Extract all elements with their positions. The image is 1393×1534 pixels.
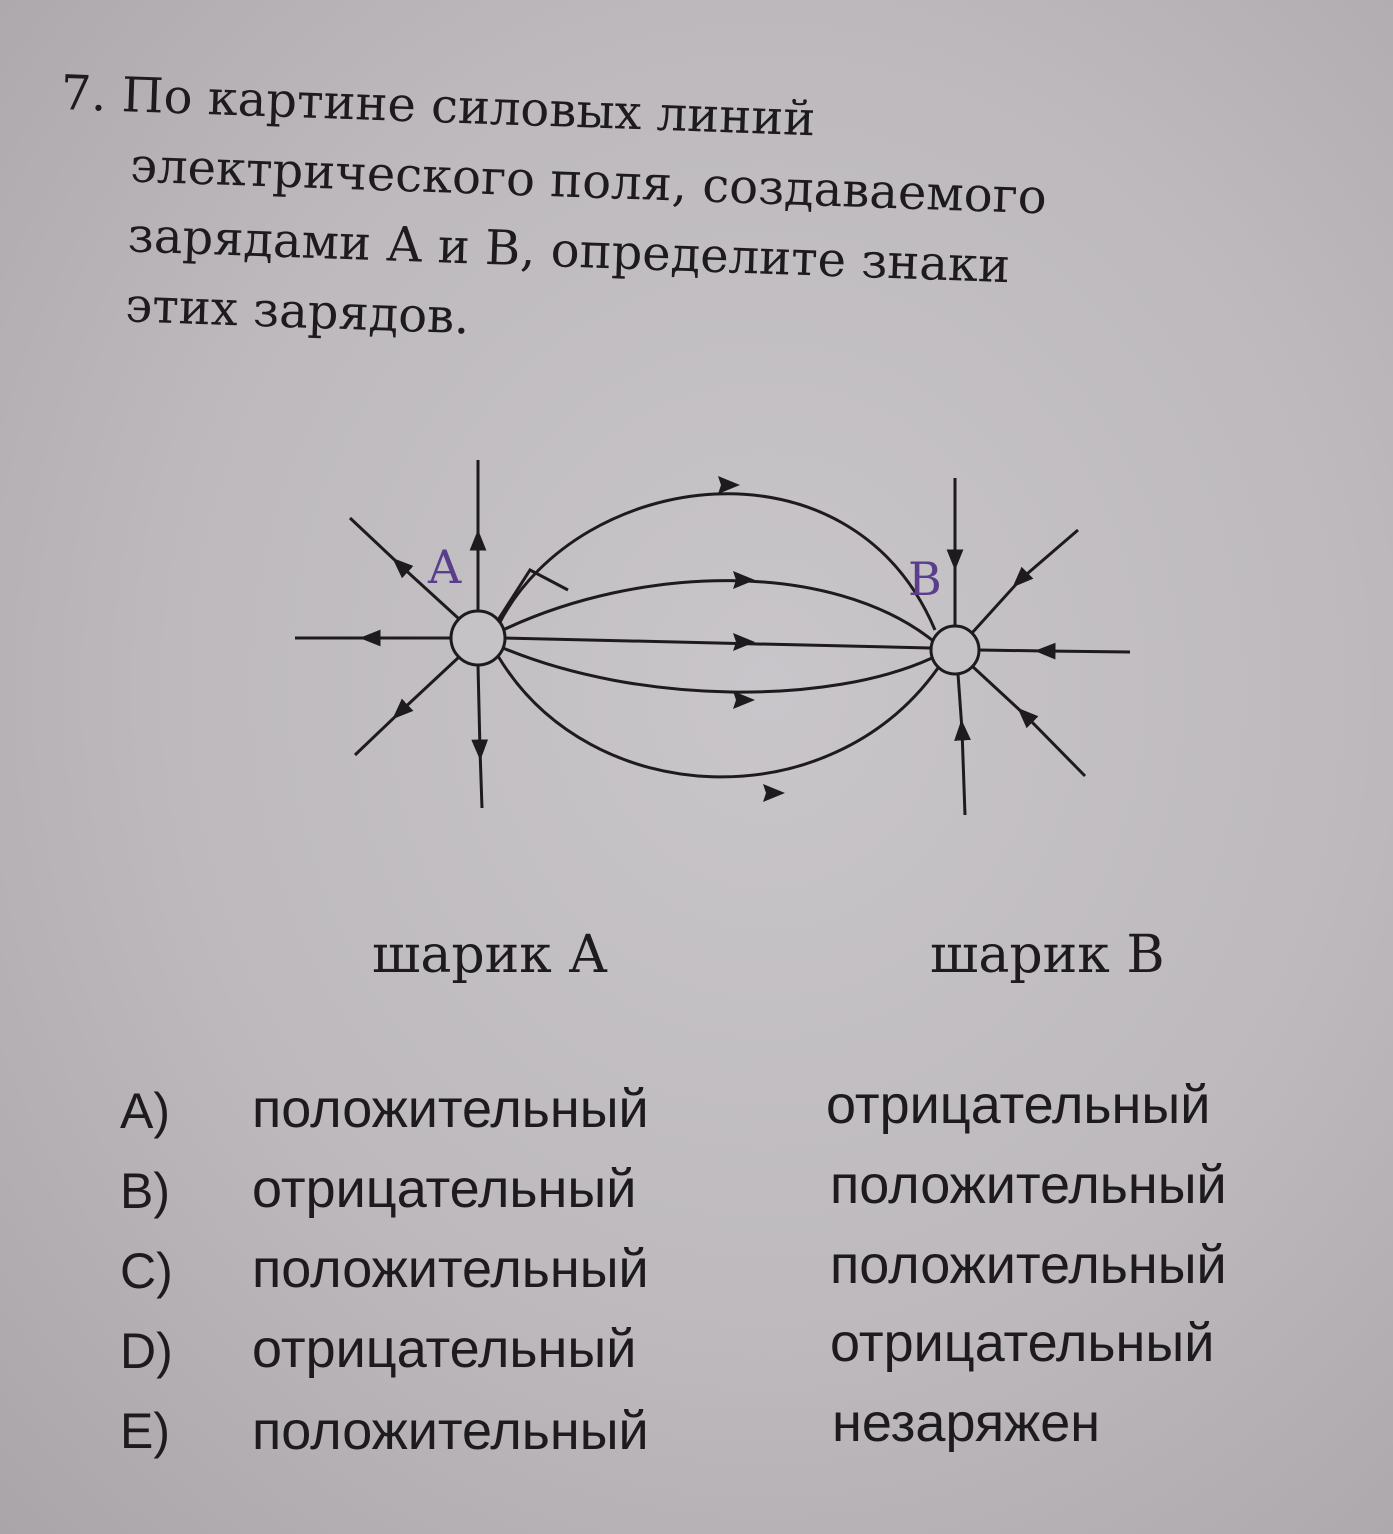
option-a-charge: положительный [252,1401,649,1461]
option-b-charge: положительный [830,1235,1227,1295]
arrow-icon [733,571,755,589]
field-line [348,516,460,620]
option-letter[interactable]: E) [120,1403,170,1459]
arrow-icon [733,633,755,651]
column-header-a: шарик А [372,925,608,985]
option-letter[interactable]: D) [120,1323,173,1379]
field-line [498,492,937,631]
option-b-charge: отрицательный [830,1313,1215,1373]
field-line [471,664,489,809]
field-line [970,528,1079,635]
field-line [502,646,933,694]
charge-a-label: A [428,540,462,594]
arrow-icon [763,784,785,802]
field-line [970,664,1087,778]
field-line [496,568,569,621]
option-b-charge: положительный [830,1155,1227,1215]
field-line [496,655,940,779]
charge-b [929,624,981,676]
field-line [353,655,461,757]
option-b-charge: отрицательный [826,1075,1211,1135]
field-line [978,642,1131,660]
column-header-b: шарик В [930,925,1165,985]
charge-a [449,609,507,667]
option-a-charge: отрицательный [252,1319,637,1379]
field-line [954,673,971,816]
option-a-charge: отрицательный [252,1159,637,1219]
option-letter[interactable]: B) [120,1163,170,1219]
option-letter[interactable]: A) [120,1083,170,1139]
option-b-charge: незаряжен [832,1393,1101,1453]
arrow-icon [718,476,740,494]
arrow-icon [733,691,755,709]
charge-b-label: B [908,552,942,606]
field-line [502,579,933,642]
option-a-charge: положительный [252,1239,649,1299]
option-letter[interactable]: C) [120,1243,173,1299]
option-a-charge: положительный [252,1079,649,1139]
field-line [504,636,931,650]
